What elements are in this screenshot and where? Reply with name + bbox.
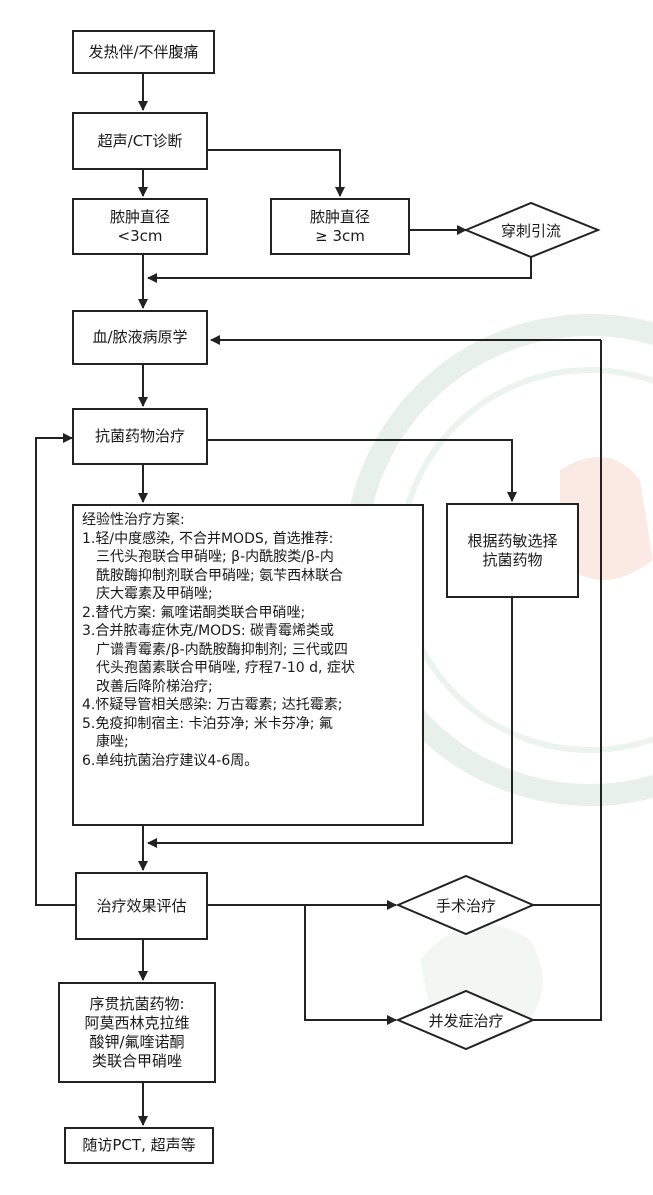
abscess-small-line2: <3cm (117, 226, 163, 245)
empirical-line: 4.怀疑导管相关感染: 万古霉素; 达托霉素; (82, 697, 343, 713)
abscess-small-line1: 脓肿直径 (109, 207, 170, 226)
sequential-line: 阿莫西林克拉维 (84, 1013, 190, 1032)
empirical-line: 三代头孢联合甲硝唑; β-内酰胺类/β-内 (96, 549, 334, 565)
sequential-line: 类联合甲硝唑 (91, 1051, 182, 1070)
surgery-label: 手术治疗 (435, 897, 496, 915)
pathogen-label: 血/脓液病原学 (92, 328, 188, 346)
empirical-line: 5.免疫抑制宿主: 卡泊芬净; 米卡芬净; 氟 (82, 715, 333, 732)
surgery-diamond (395, 874, 536, 936)
empirical-line: 酰胺酶抑制剂联合甲硝唑; 氨苄西林联合 (96, 567, 344, 584)
empirical-line: 代头孢菌素联合甲硝唑, 疗程7-10 d, 症状 (96, 660, 355, 676)
sensitivity-line2: 抗菌药物 (482, 550, 543, 569)
abscess-large-line2: ≥ 3cm (315, 226, 365, 245)
abscess-large-line1: 脓肿直径 (309, 207, 370, 226)
empirical-regimen-box: 经验性治疗方案: 1.轻/中度感染, 不合并MODS, 首选推荐: 三代头孢联合… (72, 504, 424, 826)
evaluation-label: 治疗效果评估 (96, 896, 187, 915)
complication-label: 并发症治疗 (428, 1012, 504, 1030)
empirical-line: 1.轻/中度感染, 不合并MODS, 首选推荐: (82, 530, 334, 547)
sequential-line: 序贯抗菌药物: (89, 994, 185, 1013)
antibiotic-label: 抗菌药物治疗 (94, 427, 185, 445)
diagnosis-label: 超声/CT诊断 (97, 131, 183, 150)
sequential-line: 酸钾/氟喹诺酮 (89, 1032, 185, 1051)
complication-diamond (395, 989, 536, 1051)
empirical-line: 3.合并脓毒症休克/MODS: 碳青霉烯类或 (82, 623, 335, 639)
diagnosis-node: 超声/CT诊断 (72, 112, 208, 170)
fever-label: 发热伴/不伴腹痛 (88, 42, 199, 61)
empirical-line: 2.替代方案: 氟喹诺酮类联合甲硝唑; (82, 604, 306, 621)
antibiotic-node: 抗菌药物治疗 (72, 408, 208, 465)
empirical-line: 庆大霉素及甲硝唑; (96, 586, 213, 602)
drainage-diamond (463, 201, 601, 259)
followup-label: 随访PCT, 超声等 (82, 1136, 196, 1154)
pathogen-node: 血/脓液病原学 (72, 310, 208, 365)
evaluation-node: 治疗效果评估 (75, 872, 208, 940)
empirical-line: 广谱青霉素/β-内酰胺酶抑制剂; 三代或四 (96, 641, 348, 658)
abscess-small-node: 脓肿直径 <3cm (72, 198, 208, 255)
sequential-antibiotic-node: 序贯抗菌药物: 阿莫西林克拉维 酸钾/氟喹诺酮 类联合甲硝唑 (58, 982, 216, 1083)
drainage-label: 穿刺引流 (500, 222, 561, 240)
empirical-line: 改善后降阶梯治疗; (96, 678, 213, 695)
sensitivity-node: 根据药敏选择 抗菌药物 (446, 503, 579, 598)
empirical-line: 经验性治疗方案: (82, 512, 185, 528)
sensitivity-line1: 根据药敏选择 (467, 531, 558, 550)
empirical-line: 6.单纯抗菌治疗建议4-6周。 (82, 752, 259, 769)
empirical-line: 康唑; (96, 734, 129, 750)
abscess-large-node: 脓肿直径 ≥ 3cm (270, 198, 410, 255)
followup-node: 随访PCT, 超声等 (64, 1127, 214, 1164)
fever-node: 发热伴/不伴腹痛 (72, 30, 215, 74)
